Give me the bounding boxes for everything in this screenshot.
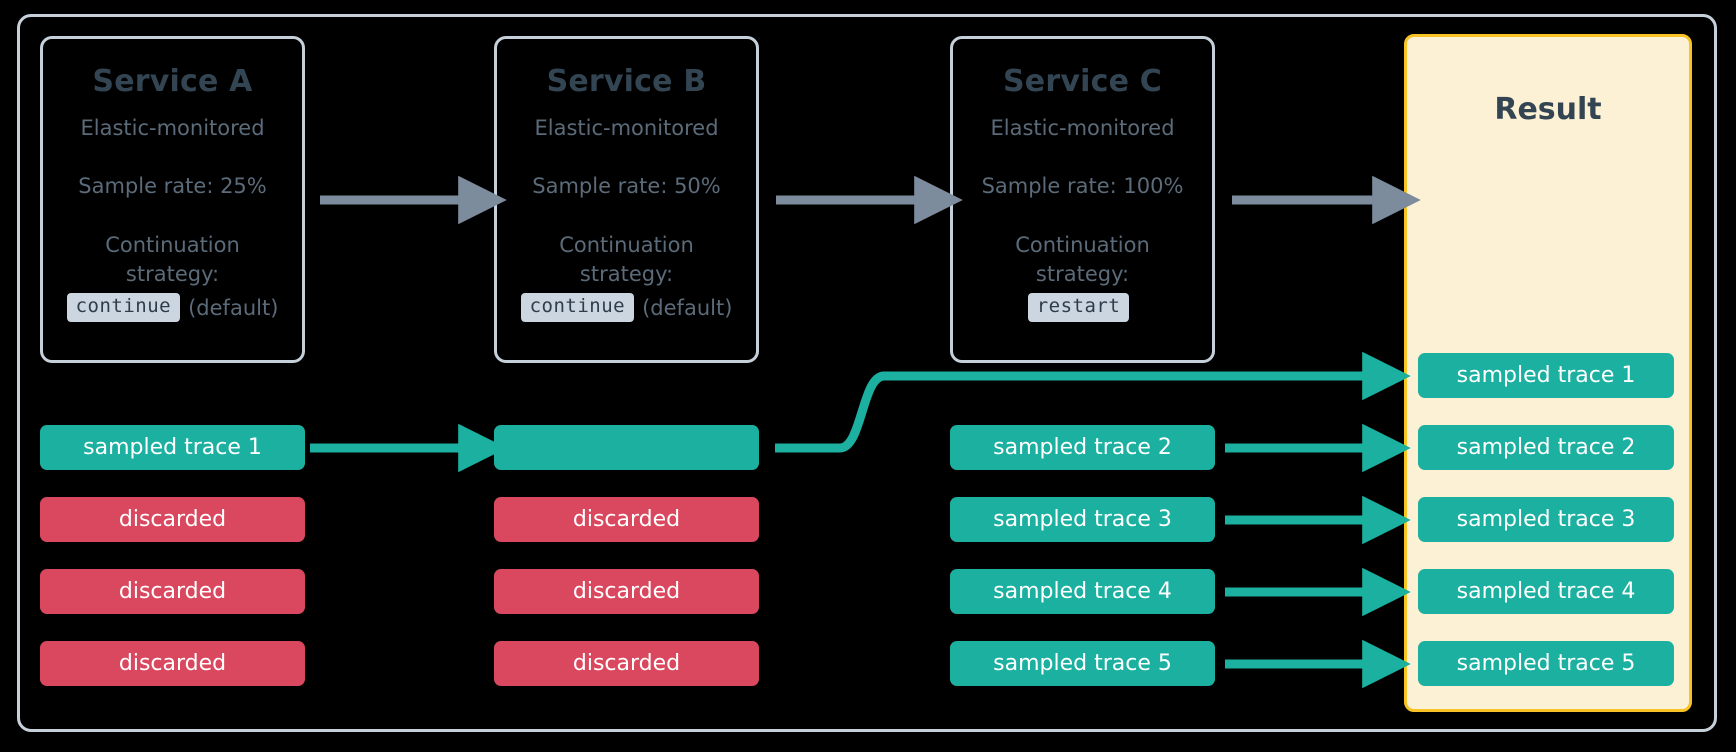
service-b-title: Service B <box>546 64 707 99</box>
service-b-strategy-value: continue <box>520 293 635 323</box>
service-c-strategy-label: Continuation strategy: <box>953 231 1212 289</box>
service-a-strategy-label: Continuation strategy: <box>43 231 302 289</box>
trace-pill-c-1: sampled trace 2 <box>950 425 1215 470</box>
trace-pill-a-2: discarded <box>40 497 305 542</box>
result-pill-3: sampled trace 3 <box>1418 497 1674 542</box>
service-card-b: Service B Elastic-monitored Sample rate:… <box>494 36 759 363</box>
service-card-c: Service C Elastic-monitored Sample rate:… <box>950 36 1215 363</box>
service-c-strategy-row: restart <box>953 293 1212 323</box>
service-b-sample-rate: Sample rate: 50% <box>532 174 721 199</box>
service-b-strategy-note: (default) <box>642 295 733 320</box>
result-pill-5: sampled trace 5 <box>1418 641 1674 686</box>
service-c-strategy-value: restart <box>1027 293 1130 323</box>
service-c-subtitle: Elastic-monitored <box>990 116 1175 140</box>
trace-pill-b-1 <box>494 425 759 470</box>
service-a-subtitle: Elastic-monitored <box>80 116 265 140</box>
service-b-strategy-line2: strategy: <box>579 262 674 287</box>
diagram-outer-frame <box>17 14 1717 732</box>
service-a-strategy-note: (default) <box>188 295 279 320</box>
trace-pill-a-3: discarded <box>40 569 305 614</box>
service-card-a: Service A Elastic-monitored Sample rate:… <box>40 36 305 363</box>
service-a-title: Service A <box>92 64 253 99</box>
service-c-strategy-line1: Continuation <box>1015 233 1150 258</box>
result-pill-1: sampled trace 1 <box>1418 353 1674 398</box>
trace-pill-c-4: sampled trace 5 <box>950 641 1215 686</box>
trace-pill-b-4: discarded <box>494 641 759 686</box>
result-pill-2: sampled trace 2 <box>1418 425 1674 470</box>
service-a-strategy-value: continue <box>66 293 181 323</box>
trace-pill-c-2: sampled trace 3 <box>950 497 1215 542</box>
service-a-strategy-line1: Continuation <box>105 233 240 258</box>
service-c-sample-rate: Sample rate: 100% <box>981 174 1184 199</box>
service-b-subtitle: Elastic-monitored <box>534 116 719 140</box>
service-a-sample-rate: Sample rate: 25% <box>78 174 267 199</box>
service-a-strategy-line2: strategy: <box>125 262 220 287</box>
result-pill-4: sampled trace 4 <box>1418 569 1674 614</box>
trace-pill-a-1: sampled trace 1 <box>40 425 305 470</box>
trace-pill-b-3: discarded <box>494 569 759 614</box>
service-b-strategy-label: Continuation strategy: <box>497 231 756 289</box>
service-c-title: Service C <box>1003 64 1162 99</box>
trace-pill-b-2: discarded <box>494 497 759 542</box>
service-b-strategy-line1: Continuation <box>559 233 694 258</box>
result-panel-title: Result <box>1494 92 1602 127</box>
service-c-strategy-line2: strategy: <box>1035 262 1130 287</box>
trace-pill-c-3: sampled trace 4 <box>950 569 1215 614</box>
trace-pill-a-4: discarded <box>40 641 305 686</box>
service-b-strategy-row: continue (default) <box>497 293 756 323</box>
service-a-strategy-row: continue (default) <box>43 293 302 323</box>
